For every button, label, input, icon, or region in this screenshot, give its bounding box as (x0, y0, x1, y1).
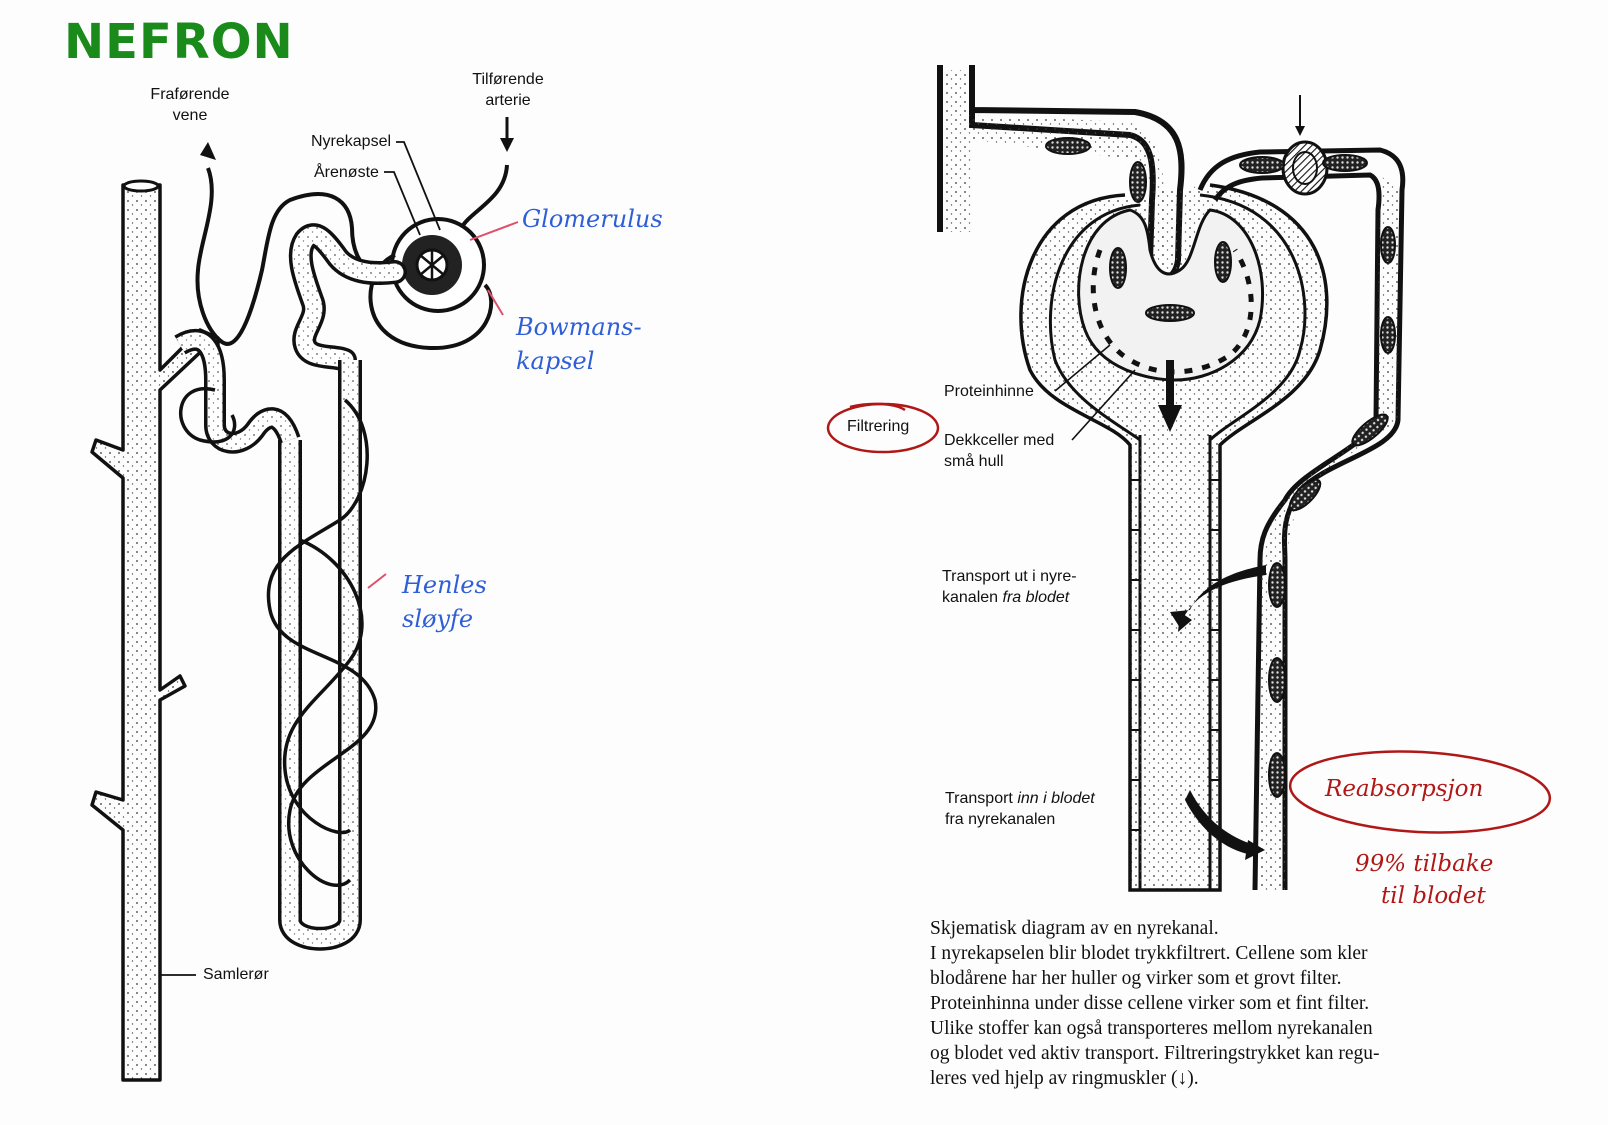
reabsorption-annotation: Reabsorpsjon (1325, 776, 1484, 802)
caption-line: Ulike stoffer kan også transporteres mel… (930, 1018, 1373, 1039)
caption-line: leres ved hjelp av ringmuskler (↓). (930, 1068, 1199, 1089)
reabsorption-note: 99% tilbake til blodet (1355, 848, 1493, 912)
transport-out-line2: kanalen fra blodet (942, 587, 1077, 608)
caption-line: I nyrekapselen blir blodet trykkfiltrert… (930, 943, 1368, 964)
henle-pointer (367, 573, 387, 589)
vessel-tuft-leader (384, 171, 421, 236)
caption-line: og blodet ved aktiv transport. Filtrerin… (930, 1043, 1380, 1064)
efferent-vein-vessel (195, 167, 381, 346)
filtration-arrow-icon (1158, 405, 1182, 432)
filtration-annotation: Filtrering (847, 418, 910, 435)
loop-of-henle (278, 360, 362, 951)
protein-membrane-label: Proteinhinne (944, 383, 1034, 400)
transport-in-line2: fra nyrekanalen (945, 811, 1056, 828)
cover-cells-label: Dekkceller med små hull (944, 430, 1054, 472)
kidney-capsule-label: Nyrekapsel (311, 133, 392, 150)
efferent-vein-label-line1: Fraførende (150, 86, 230, 103)
cover-cells-line2: små hull (944, 453, 1004, 470)
peritubular-capillaries (178, 386, 378, 887)
loop-of-henle-annotation: Henles sløyfe (402, 568, 487, 636)
caption-line: blodårene har her huller og virker som e… (930, 968, 1342, 989)
kidney-capsule-leader (396, 141, 441, 231)
cover-cells-line1: Dekkceller med (944, 432, 1055, 449)
caption-line: Proteinhinna under disse cellene virker … (930, 993, 1370, 1014)
figure-caption: Skjematisk diagram av en nyrekanal. I ny… (930, 916, 1470, 1091)
transport-out-line2-normal: kanalen (942, 589, 1003, 606)
bowmans-capsule-annotation: Bowmans- kapsel (516, 310, 642, 378)
page-title: NEFRON (64, 14, 294, 70)
transport-in-label: Transport inn i blodet fra nyrekanalen (945, 788, 1095, 830)
afferent-artery-vessel (458, 164, 509, 232)
afferent-artery-label-line2: arterie (485, 92, 531, 109)
collecting-duct-label: Samlerør (203, 966, 269, 983)
transport-in-line1-normal: Transport (945, 790, 1018, 807)
vessel-tuft-label: Årenøste (314, 164, 379, 181)
afferent-arrow-icon (500, 138, 514, 152)
reabsorption-note-line1: 99% tilbake (1355, 851, 1494, 877)
transport-in-line1: Transport inn i blodet (945, 788, 1095, 809)
transport-in-arrow-icon (1185, 790, 1255, 855)
afferent-vessel-with-ring-muscle (1197, 95, 1406, 891)
transport-out-line2-italic: fra blodet (1002, 589, 1070, 606)
bowmans-annotation-line2: kapsel (516, 347, 595, 375)
glomerulus-pointer (469, 221, 519, 241)
efferent-vein-label-line2: vene (172, 107, 208, 124)
cover-cells-leader (1071, 369, 1136, 441)
protein-membrane-leader (1054, 344, 1111, 392)
afferent-artery-label: Tilførende arterie (462, 69, 554, 111)
henle-annotation-line2: sløyfe (402, 605, 474, 633)
ring-muscle-arrow-icon (1295, 126, 1305, 136)
bowmans-annotation-line1: Bowmans- (516, 313, 642, 341)
efferent-vein-label: Fraførende vene (140, 84, 240, 126)
bowmans-pointer (487, 289, 504, 316)
transport-in-line1-italic: inn i blodet (1017, 790, 1095, 807)
bowmans-capsule (368, 217, 494, 351)
bowmans-capsule-detail (1019, 183, 1329, 892)
afferent-artery-label-line1: Tilførende (472, 71, 544, 88)
transport-out-label: Transport ut i nyre- kanalen fra blodet (942, 566, 1077, 608)
glomerulus-detail (1077, 208, 1265, 432)
glomerulus-annotation: Glomerulus (522, 205, 663, 233)
transport-out-line1: Transport ut i nyre- (942, 568, 1077, 585)
reabsorption-note-line2: til blodet (1381, 883, 1486, 909)
henle-annotation-line1: Henles (402, 571, 487, 599)
efferent-arrow-icon (200, 142, 216, 160)
caption-line: Skjematisk diagram av en nyrekanal. (930, 918, 1219, 939)
reabsorption-circle (1288, 750, 1552, 834)
